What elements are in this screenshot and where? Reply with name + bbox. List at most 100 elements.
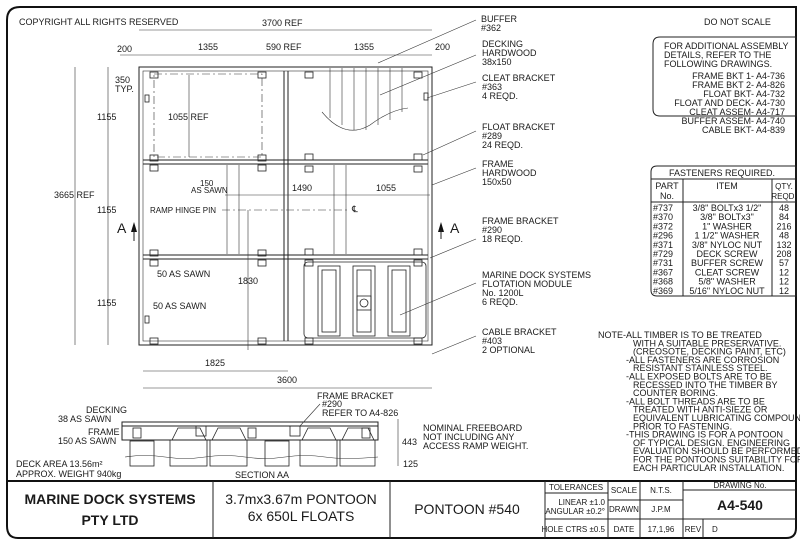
svg-text:FOR ADDITIONAL ASSEMBLY: FOR ADDITIONAL ASSEMBLY <box>664 41 789 51</box>
fastener-item: 5/8" WASHER <box>698 277 756 287</box>
plan-dimensions: 3700 REF 200 1355 590 REF 1355 200 3665 … <box>54 18 460 389</box>
note-line: RECESSED INTO THE TIMBER BY <box>633 380 778 390</box>
svg-text:FLOAT BKT- A4-732: FLOAT BKT- A4-732 <box>703 89 785 99</box>
note-line: (CREOSOTE, DECKING PAINT, ETC) <box>633 347 786 357</box>
svg-text:3.7mx3.67m PONTOON: 3.7mx3.67m PONTOON <box>225 491 376 507</box>
svg-text:BUFFER ASSEM- A4-740: BUFFER ASSEM- A4-740 <box>681 116 785 126</box>
svg-text:PTY LTD: PTY LTD <box>81 512 138 528</box>
svg-text:3600: 3600 <box>277 375 297 385</box>
svg-text:DETAILS, REFER TO THE: DETAILS, REFER TO THE <box>664 50 771 60</box>
svg-text:18 REQD.: 18 REQD. <box>482 234 523 244</box>
svg-text:SCALE: SCALE <box>611 486 637 495</box>
svg-text:17,1,96: 17,1,96 <box>648 525 675 534</box>
svg-text:HOLE CTRS ±0.5: HOLE CTRS ±0.5 <box>541 525 605 534</box>
fastener-part-no: #367 <box>653 267 673 277</box>
fastener-part-no: #372 <box>653 221 673 231</box>
svg-text:FLOAT BRACKET: FLOAT BRACKET <box>482 122 556 132</box>
waterline <box>124 455 379 459</box>
svg-text:38x150: 38x150 <box>482 57 512 67</box>
fastener-part-no: #370 <box>653 212 673 222</box>
svg-text:℄: ℄ <box>351 204 358 214</box>
svg-text:RAMP HINGE PIN: RAMP HINGE PIN <box>150 206 216 215</box>
svg-text:3700 REF: 3700 REF <box>262 18 303 28</box>
svg-text:1155: 1155 <box>97 298 116 308</box>
svg-text:REQD.: REQD. <box>771 192 796 201</box>
svg-text:#403: #403 <box>482 336 502 346</box>
svg-text:DECKING: DECKING <box>86 405 127 415</box>
svg-text:HARDWOOD: HARDWOOD <box>482 48 537 58</box>
svg-text:A: A <box>450 220 460 236</box>
svg-text:6 REQD.: 6 REQD. <box>482 297 518 307</box>
note-line: RESISTANT STAINLESS STEEL. <box>633 363 768 373</box>
svg-text:LINEAR ±1.0: LINEAR ±1.0 <box>558 498 605 507</box>
svg-text:MARINE DOCK SYSTEMS: MARINE DOCK SYSTEMS <box>482 270 591 280</box>
fastener-item: CLEAT SCREW <box>695 267 760 277</box>
fastener-item: 1" WASHER <box>702 221 752 231</box>
note-line: -ALL EXPOSED BOLTS ARE TO BE <box>626 372 772 382</box>
fastener-item: 3/8" NYLOC NUT <box>692 240 763 250</box>
svg-text:3665 REF: 3665 REF <box>54 190 95 200</box>
fastener-item: BUFFER SCREW <box>691 258 764 268</box>
svg-text:38 AS SAWN: 38 AS SAWN <box>58 414 111 424</box>
svg-text:FASTENERS REQUIRED.: FASTENERS REQUIRED. <box>669 168 775 178</box>
svg-text:50 AS SAWN: 50 AS SAWN <box>153 301 206 311</box>
note-line: EQUIVALENT LUBRICATING COMPOUND <box>633 413 800 423</box>
fastener-qty: 208 <box>776 249 791 259</box>
svg-text:PONTOON #540: PONTOON #540 <box>414 501 520 517</box>
svg-text:TOLERANCES: TOLERANCES <box>549 483 603 492</box>
assembly-reference-box: FOR ADDITIONAL ASSEMBLY DETAILS, REFER T… <box>652 36 797 135</box>
fastener-qty: 57 <box>779 258 789 268</box>
svg-text:J.P.M: J.P.M <box>651 505 671 514</box>
svg-text:150 AS SAWN: 150 AS SAWN <box>58 436 116 446</box>
section-aa: DECKING 38 AS SAWN FRAME 150 AS SAWN FRA… <box>16 391 528 480</box>
drawing-border <box>6 6 797 539</box>
title-block: MARINE DOCK SYSTEMS PTY LTD 3.7mx3.67m P… <box>24 481 796 538</box>
svg-text:A: A <box>117 220 127 236</box>
svg-text:125: 125 <box>403 459 418 469</box>
fastener-qty: 12 <box>779 277 789 287</box>
fastener-qty: 84 <box>779 212 789 222</box>
svg-text:FLOAT AND DECK- A4-730: FLOAT AND DECK- A4-730 <box>674 98 785 108</box>
svg-text:NOT INCLUDING ANY: NOT INCLUDING ANY <box>423 432 514 442</box>
svg-text:BUFFER: BUFFER <box>481 14 518 24</box>
section-frame <box>121 425 379 441</box>
svg-text:1055: 1055 <box>376 183 396 193</box>
svg-text:#290: #290 <box>482 225 502 235</box>
svg-text:1355: 1355 <box>198 42 218 52</box>
svg-text:4 REQD.: 4 REQD. <box>482 91 518 101</box>
fasteners-table: FASTENERS REQUIRED. PART No. ITEM QTY. R… <box>650 165 797 297</box>
svg-text:DRAWN: DRAWN <box>609 505 639 514</box>
svg-text:FRAME BKT 1- A4-736: FRAME BKT 1- A4-736 <box>692 71 785 81</box>
svg-text:1490: 1490 <box>292 183 312 193</box>
svg-text:1055 REF: 1055 REF <box>168 112 209 122</box>
svg-text:#290: #290 <box>322 399 342 409</box>
svg-text:1355: 1355 <box>354 42 374 52</box>
plan-view: 3700 REF 200 1355 590 REF 1355 200 3665 … <box>54 18 460 389</box>
svg-text:QTY.: QTY. <box>775 182 793 191</box>
svg-text:No.: No. <box>660 191 674 201</box>
svg-text:REV: REV <box>685 525 702 534</box>
fastener-part-no: #729 <box>653 249 673 259</box>
svg-text:PART: PART <box>655 181 679 191</box>
fastener-part-no: #731 <box>653 258 673 268</box>
note-line: EACH PARTICULAR INSTALLATION. <box>633 463 784 473</box>
fastener-qty: 12 <box>779 286 789 296</box>
fastener-part-no: #371 <box>653 240 673 250</box>
svg-text:FRAME: FRAME <box>88 427 120 437</box>
svg-text:DATE: DATE <box>614 525 635 534</box>
svg-text:N.T.S.: N.T.S. <box>650 486 672 495</box>
svg-text:REFER TO A4-826: REFER TO A4-826 <box>322 408 398 418</box>
float-outline <box>153 73 263 158</box>
note-line: TREATED WITH ANTI-SIEZE OR <box>633 405 768 415</box>
do-not-scale-text: DO NOT SCALE <box>704 17 771 27</box>
fastener-qty: 12 <box>779 267 789 277</box>
fastener-item: DECK SCREW <box>696 249 758 259</box>
svg-text:AS SAWN: AS SAWN <box>191 186 228 195</box>
svg-text:SECTION AA: SECTION AA <box>235 470 289 480</box>
